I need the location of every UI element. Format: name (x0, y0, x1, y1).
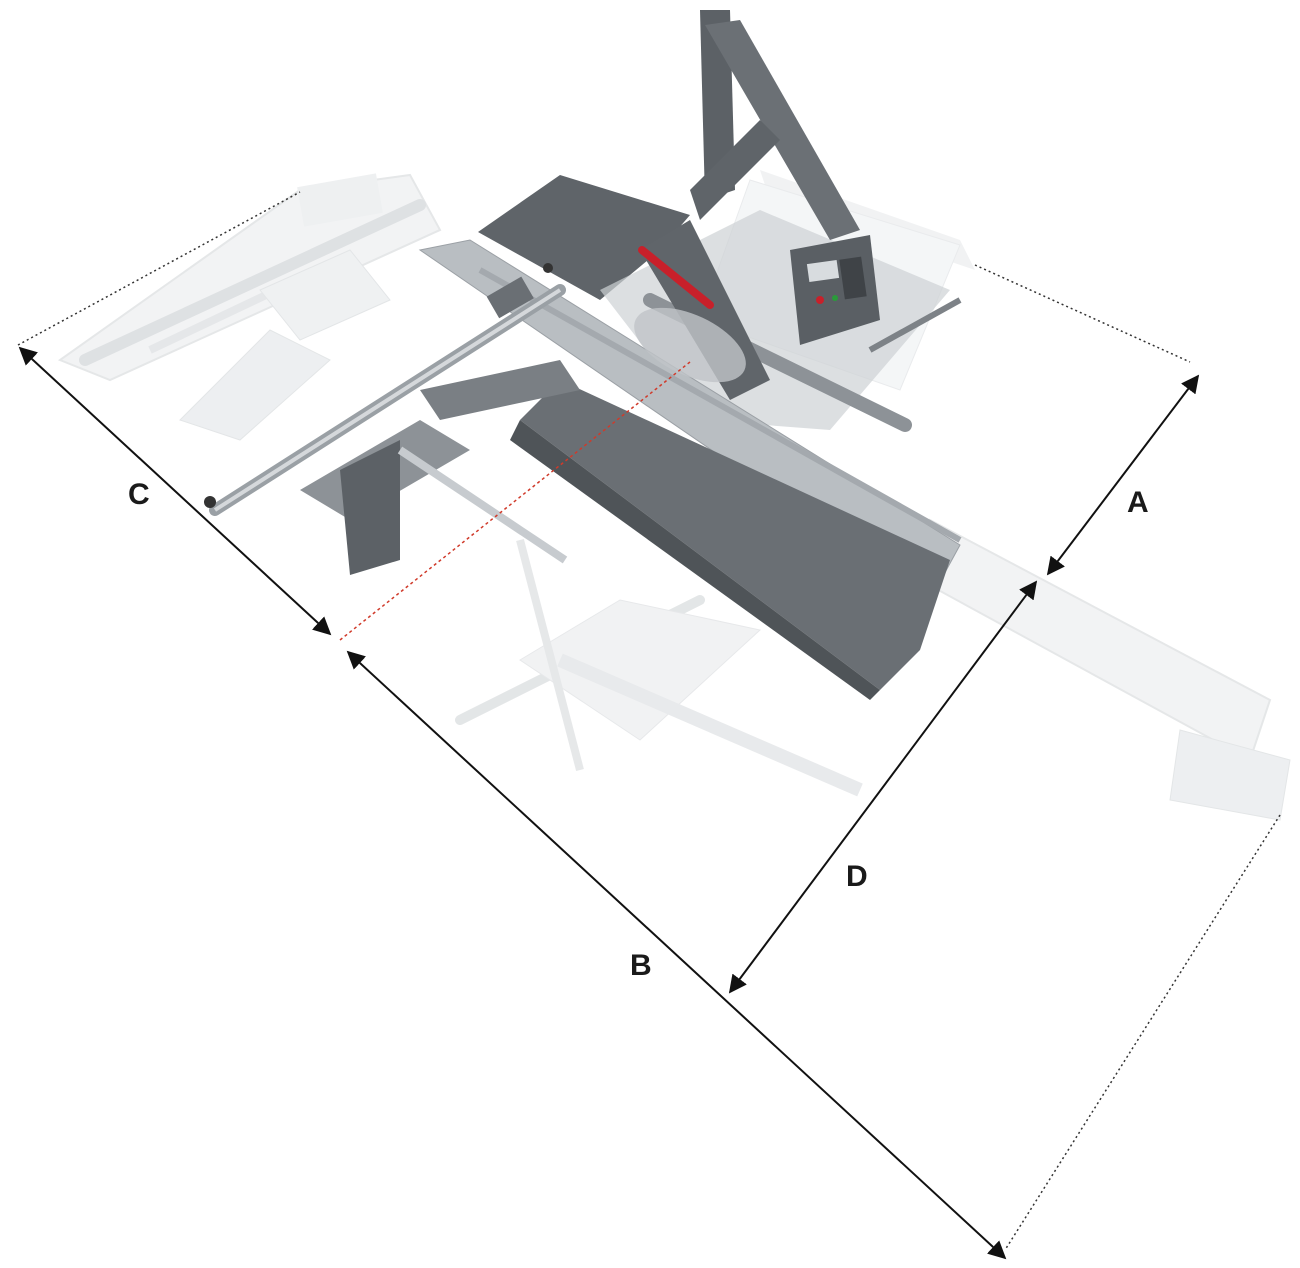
control-panel (790, 235, 880, 345)
dimension-label-a: A (1127, 486, 1149, 519)
extension-line-left-top (17, 191, 301, 346)
saw-line-red (339, 361, 691, 641)
dimension-label-b: B (630, 949, 652, 982)
dimension-lines (17, 191, 1281, 1260)
dimension-label-d: D (846, 860, 868, 893)
dimension-label-c: C (128, 478, 150, 511)
dimension-line-a (1046, 374, 1200, 576)
blade-guard-arm (634, 10, 860, 400)
crosscut-fence (204, 263, 580, 575)
extension-line-right-bottom (1004, 814, 1281, 1251)
dimension-line-b (346, 650, 1007, 1260)
dimension-line-c (18, 346, 332, 636)
extension-line-right-top (974, 264, 1191, 363)
dimension-line-d (728, 580, 1038, 994)
